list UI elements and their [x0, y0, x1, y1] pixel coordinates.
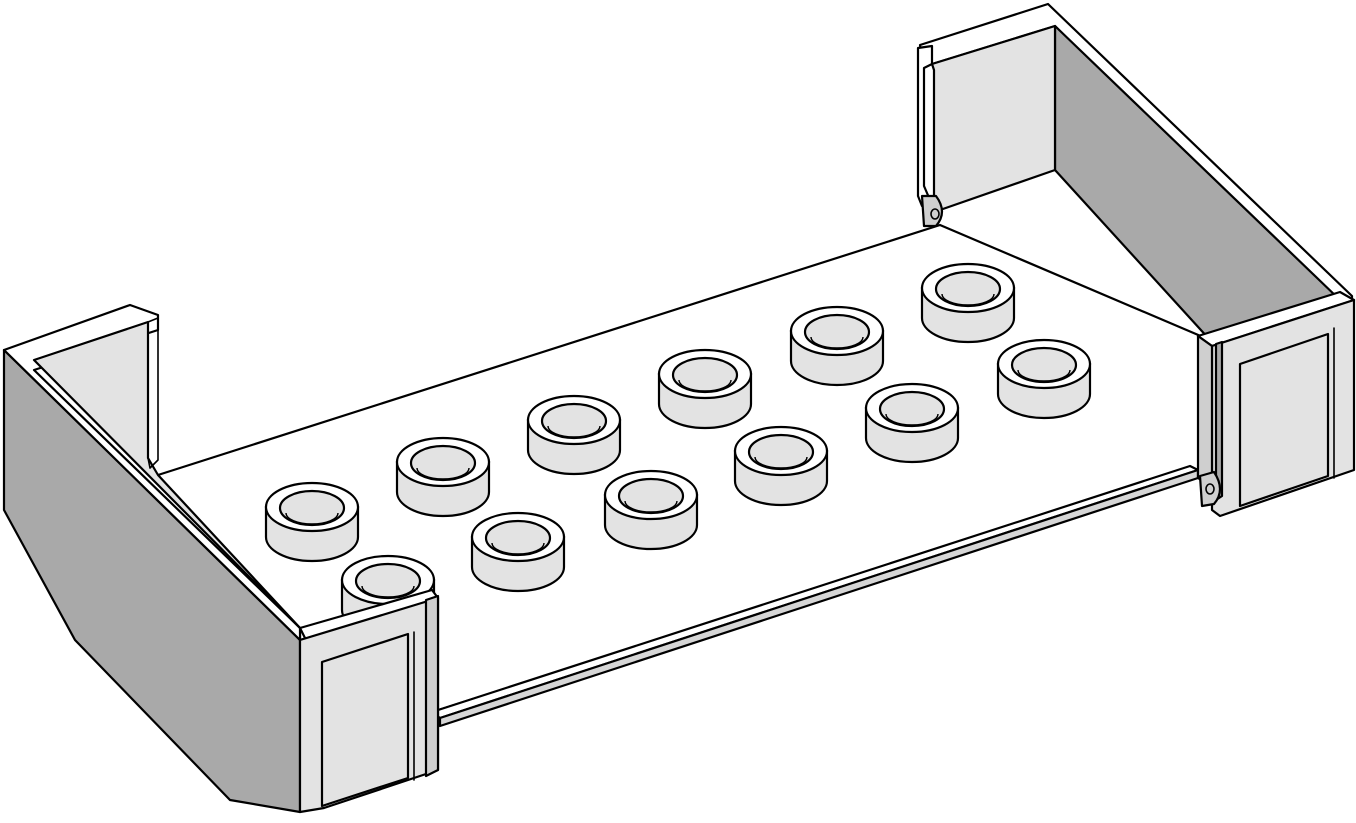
- right-cap-slot: [1214, 340, 1224, 502]
- left-wall-inner-face: [32, 320, 302, 630]
- standoff-bore: [747, 433, 815, 471]
- standoff: [526, 394, 622, 476]
- right-cap-tab: [1198, 470, 1222, 508]
- right-end-cap: [1196, 290, 1356, 518]
- right-end-wall: [916, 2, 1354, 342]
- standoff-bore-floor: [810, 336, 864, 349]
- standoff-bore-floor: [1017, 369, 1071, 382]
- standoff-bore-floor: [547, 425, 601, 438]
- standoff-bore: [878, 390, 946, 428]
- standoff-bore-floor: [285, 512, 339, 525]
- standoff: [395, 436, 491, 518]
- standoff-bore-floor: [361, 585, 415, 598]
- standoff: [789, 305, 885, 387]
- standoff: [996, 338, 1092, 420]
- standoff: [470, 511, 566, 593]
- standoff: [920, 262, 1016, 344]
- standoff-group: [264, 262, 1092, 636]
- standoff-bore-floor: [941, 293, 995, 306]
- standoff-bore: [671, 356, 739, 394]
- standoff: [864, 382, 960, 464]
- right-wall-notch: [916, 44, 934, 208]
- standoff-bore: [803, 313, 871, 351]
- standoff-bore-floor: [754, 456, 808, 469]
- standoff-bore: [540, 402, 608, 440]
- standoff: [733, 425, 829, 507]
- right-cap-flange: [1196, 334, 1214, 484]
- standoff-bore: [484, 519, 552, 557]
- standoff-bore: [354, 562, 422, 600]
- standoff-bore: [934, 270, 1002, 308]
- standoff-bore: [278, 489, 346, 527]
- standoff-bore: [1010, 346, 1078, 384]
- standoff-bore-floor: [885, 413, 939, 426]
- right-cap-panel: [1238, 332, 1330, 508]
- left-cap-flange: [424, 594, 440, 778]
- standoff: [264, 481, 360, 563]
- standoff-bore-floor: [416, 467, 470, 480]
- standoff-bore-floor: [678, 379, 732, 392]
- right-cap-tab-hole: [1205, 483, 1215, 495]
- standoff-bore-floor: [491, 542, 545, 555]
- right-wall-tab-hole: [930, 208, 940, 220]
- standoff-bore: [617, 477, 685, 515]
- standoff-bore: [409, 444, 477, 482]
- standoff-bore-floor: [624, 500, 678, 513]
- left-wall-notch: [147, 317, 159, 469]
- left-cap-panel: [320, 632, 410, 808]
- standoff: [603, 469, 699, 551]
- left-end-wall: [2, 303, 440, 814]
- standoff: [657, 348, 753, 430]
